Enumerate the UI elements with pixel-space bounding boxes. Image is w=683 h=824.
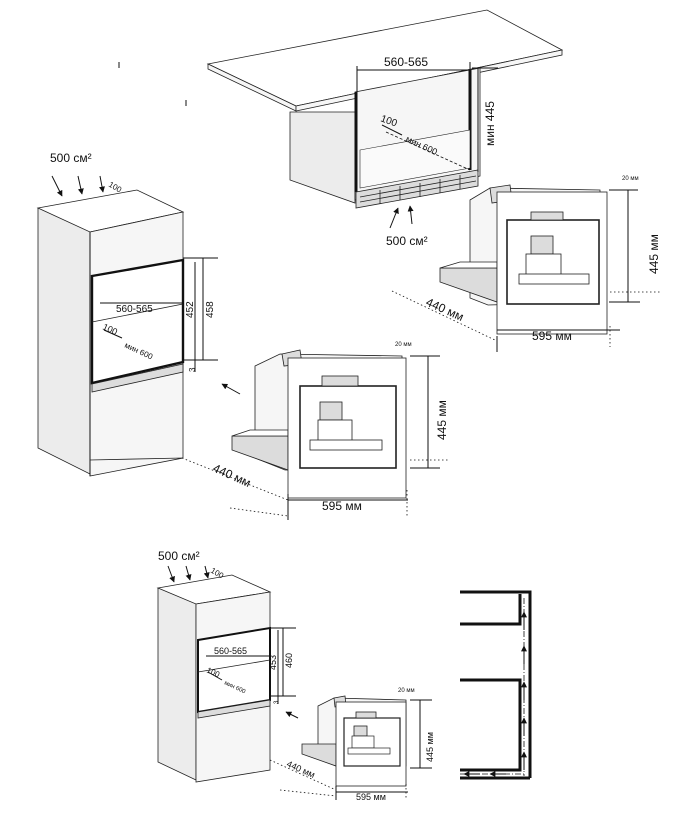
stray-marks xyxy=(118,62,187,106)
machine-top-width-label: 595 мм xyxy=(532,329,572,343)
side-section-diagram xyxy=(460,590,532,780)
cabinet-middle-top-gap-label: 100 xyxy=(107,180,124,195)
niche-side-panel xyxy=(289,111,356,204)
cabinet-bottom-air-label: 500 см² xyxy=(158,549,200,563)
machine-top-gap-label: 20 мм xyxy=(622,176,639,182)
machine-middle-width-label: 595 мм xyxy=(322,499,362,513)
cabinet-bottom-h1-label: 453 xyxy=(268,655,278,670)
cabinet-middle-width-label: 560-565 xyxy=(116,304,153,315)
cabinet-bottom-gap-label: 3 xyxy=(274,700,280,704)
coffee-machine-bottom: 20 мм 445 мм 440 мм 595 мм xyxy=(269,688,435,802)
cabinet-middle-gap-label: 3 xyxy=(188,367,197,372)
niche-width-label: 560-565 xyxy=(384,55,428,69)
cabinet-middle-h2-label: 458 xyxy=(205,301,216,318)
niche-min-height-label: мин 445 xyxy=(483,101,497,146)
top-niche-diagram: 560-565 мин 445 100 мин 600 500 см² xyxy=(206,9,564,248)
coffee-machine-middle: 20 мм 445 мм 440 мм 595 мм xyxy=(181,342,450,520)
coffee-machine-top: 20 мм 445 мм 440 мм 595 мм xyxy=(391,176,661,352)
machine-bottom-gap-label: 20 мм xyxy=(398,688,415,694)
cabinet-side xyxy=(37,207,91,475)
airflow-arrows xyxy=(463,611,527,777)
machine-middle-gap-label: 20 мм xyxy=(395,342,412,348)
machine-top-height-label: 445 мм xyxy=(647,234,661,274)
cabinet-bottom-width-label: 560-565 xyxy=(214,646,247,656)
tall-cabinet-bottom: 500 см² 100 560-565 100 мин 600 453 460 … xyxy=(156,549,299,783)
cabinet-bottom-h2-label: 460 xyxy=(284,653,294,668)
top-air-label: 500 см² xyxy=(386,234,428,248)
cabinet-middle-h1-label: 452 xyxy=(185,301,196,318)
machine-bottom-height-label: 445 мм xyxy=(425,732,435,762)
machine-bottom-width-label: 595 мм xyxy=(356,792,386,802)
machine-top-depth-label: 440 мм xyxy=(424,295,466,324)
machine-middle-height-label: 445 мм xyxy=(435,400,449,440)
tall-cabinet-middle: 500 см² 100 560-565 100 мин 600 452 458 … xyxy=(36,151,241,477)
cabinet-middle-air-label: 500 см² xyxy=(50,151,92,165)
vent-grille xyxy=(355,169,479,209)
machine-middle-depth-label: 440 мм xyxy=(211,461,253,490)
machine-bottom-depth-label: 440 мм xyxy=(285,759,316,780)
